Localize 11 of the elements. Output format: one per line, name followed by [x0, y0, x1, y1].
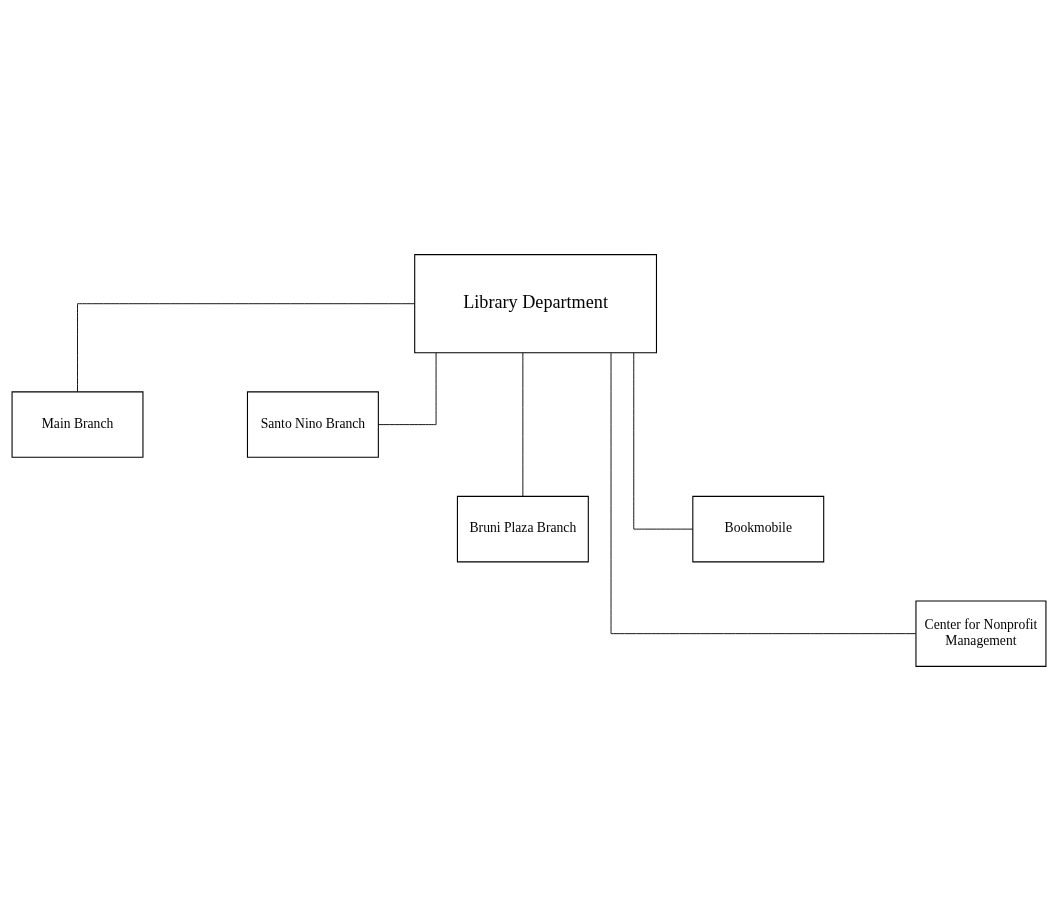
node-box: Bookmobile	[692, 495, 825, 562]
connector	[378, 351, 437, 425]
node-box: Santo Nino Branch	[246, 390, 379, 458]
connector	[77, 302, 416, 392]
node-box: Bruni Plaza Branch	[456, 495, 589, 562]
connector	[522, 351, 524, 497]
node-box: Center for Nonprofit Management	[915, 599, 1047, 667]
connector	[633, 351, 694, 530]
connector	[610, 352, 917, 634]
node-box: Library Department	[414, 253, 657, 353]
node-box: Main Branch	[11, 390, 144, 458]
